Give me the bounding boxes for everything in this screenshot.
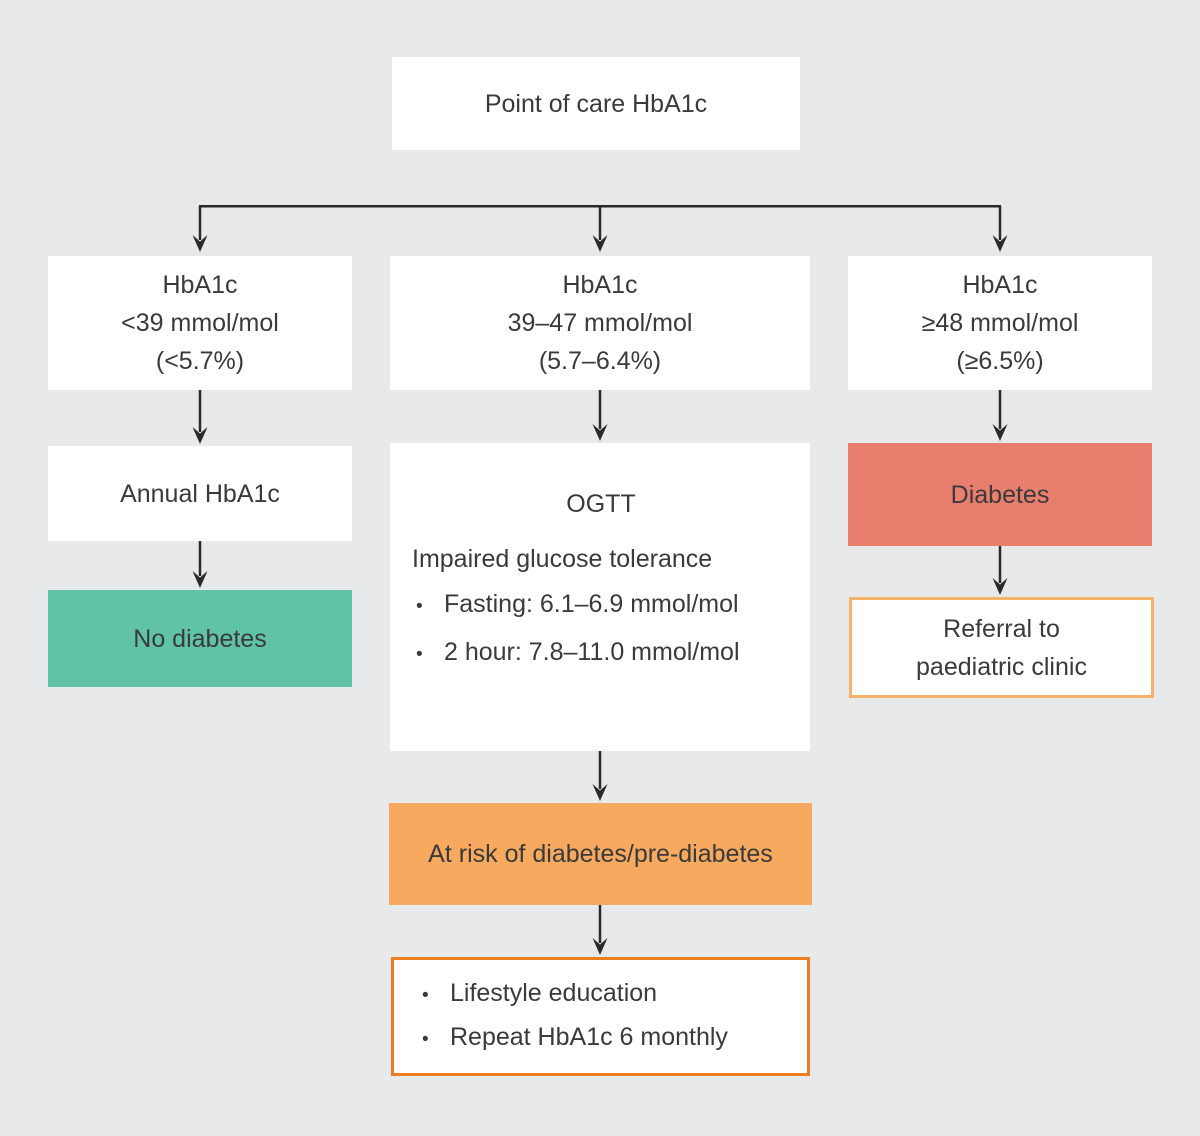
plan-bullet-lifestyle: • Lifestyle education [418, 975, 793, 1014]
bullet-text: 2 hour: 7.8–11.0 mmol/mol [444, 638, 740, 666]
node-line: paediatric clinic [916, 652, 1087, 681]
node-ogtt: OGTT Impaired glucose tolerance • Fastin… [390, 443, 810, 751]
bullet-dot-icon: • [422, 1029, 429, 1050]
node-label: Point of care HbA1c [484, 89, 708, 118]
node-management-plan: • Lifestyle education • Repeat HbA1c 6 m… [391, 957, 810, 1076]
plan-bullet-repeat: • Repeat HbA1c 6 monthly [418, 1019, 793, 1058]
node-annual-hba1c: Annual HbA1c [48, 446, 352, 541]
bullet-dot-icon: • [416, 644, 423, 665]
arrowheads [192, 235, 1008, 955]
node-line: Referral to [943, 614, 1060, 643]
node-diabetes: Diabetes [848, 443, 1152, 546]
node-label: At risk of diabetes/pre-diabetes [428, 840, 773, 868]
bullet-text: Repeat HbA1c 6 monthly [450, 1023, 728, 1051]
node-hba1c-low: HbA1c <39 mmol/mol (<5.7%) [48, 256, 352, 390]
node-line: 39–47 mmol/mol [507, 309, 693, 337]
node-hba1c-high: HbA1c ≥48 mmol/mol (≥6.5%) [848, 256, 1152, 390]
ogtt-subtitle: Impaired glucose tolerance [412, 545, 713, 573]
node-hba1c-intermediate: HbA1c 39–47 mmol/mol (5.7–6.4%) [390, 256, 810, 390]
node-at-risk: At risk of diabetes/pre-diabetes [389, 803, 812, 905]
bullet-dot-icon: • [422, 985, 429, 1006]
node-line: <39 mmol/mol [121, 309, 279, 337]
node-line: HbA1c [562, 271, 638, 299]
bullet-dot-icon: • [416, 596, 423, 617]
node-line: ≥48 mmol/mol [921, 309, 1079, 337]
node-line: (<5.7%) [155, 347, 245, 375]
bullet-text: Fasting: 6.1–6.9 mmol/mol [444, 590, 739, 618]
ogtt-bullet-list: • Fasting: 6.1–6.9 mmol/mol • 2 hour: 7.… [412, 577, 790, 673]
ogtt-bullet-2hour: • 2 hour: 7.8–11.0 mmol/mol [412, 634, 790, 673]
node-line: (5.7–6.4%) [538, 347, 662, 375]
bullet-text: Lifestyle education [450, 979, 658, 1007]
node-line: (≥6.5%) [956, 347, 1044, 375]
node-label: No diabetes [133, 624, 267, 653]
node-line: HbA1c [962, 271, 1038, 299]
node-no-diabetes: No diabetes [48, 590, 352, 687]
node-referral-paediatric-clinic: Referral to paediatric clinic [849, 597, 1154, 698]
node-point-of-care-hba1c: Point of care HbA1c [392, 57, 800, 150]
plan-bullet-list: • Lifestyle education • Repeat HbA1c 6 m… [408, 970, 793, 1063]
node-label: Diabetes [950, 480, 1050, 509]
ogtt-bullet-fasting: • Fasting: 6.1–6.9 mmol/mol [412, 586, 790, 625]
node-label: Annual HbA1c [120, 479, 280, 508]
node-line: HbA1c [162, 271, 238, 299]
ogtt-title: OGTT [566, 490, 636, 518]
